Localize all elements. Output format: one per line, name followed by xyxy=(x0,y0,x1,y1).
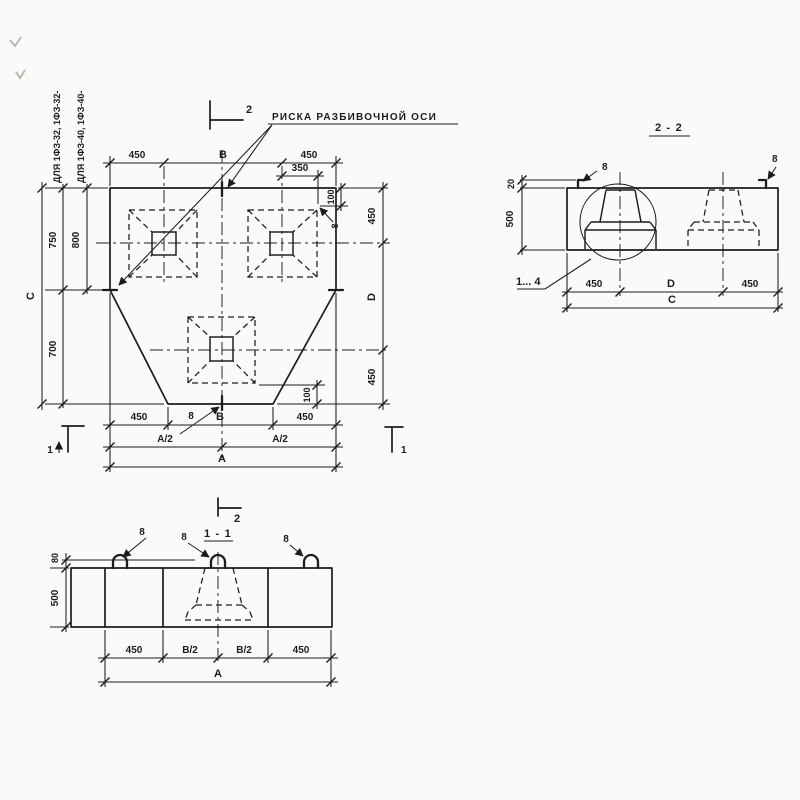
dim-350: 350 xyxy=(292,163,309,174)
dim-450-22-left: 450 xyxy=(586,279,603,290)
stub-centerlines xyxy=(619,172,724,296)
dim-450-11-left: 450 xyxy=(126,645,143,656)
dim-A-total: А xyxy=(218,453,226,465)
dim-80: 80 xyxy=(50,553,60,563)
dim-B2-left: В/2 xyxy=(182,645,198,656)
dims-11-left: 80 500 xyxy=(50,553,72,633)
axis-callout: РИСКА РАЗБИВОЧНОЙ ОСИ xyxy=(118,110,458,286)
dim-D-right: D xyxy=(366,293,378,301)
dim-450-top-right: 450 xyxy=(301,150,318,161)
mark-8-loop1: 8 xyxy=(139,527,145,538)
dim-450-right-top: 450 xyxy=(367,207,378,224)
dim-700: 700 xyxy=(48,340,59,357)
lifting-loops xyxy=(111,553,320,570)
detail-circle xyxy=(579,183,657,261)
dim-450-22-right: 450 xyxy=(742,279,759,290)
section-flag-1-right: 1 xyxy=(384,426,407,456)
plan-view: 450 В 450 350 100 450 D 450 1 xyxy=(25,91,458,473)
scan-artifacts xyxy=(9,36,26,80)
dim-D-22: D xyxy=(667,278,675,290)
dim-B2-right: В/2 xyxy=(236,645,252,656)
pad-top-right xyxy=(247,209,318,278)
plan-centerlines xyxy=(96,150,390,462)
dim-A-11: А xyxy=(214,668,222,680)
plan-dim-100-top: 100 xyxy=(326,182,347,212)
plan-dim-left-chain: 750 800 700 С ДЛЯ 1ФЗ-32, 1ФЗ-32- ДЛЯ 1Ф… xyxy=(25,91,93,410)
axis-label: РИСКА РАЗБИВОЧНОЙ ОСИ xyxy=(272,110,437,123)
column-stub-solid xyxy=(584,189,657,249)
flag-1-right-label: 1 xyxy=(401,445,407,456)
type-note-2: ДЛЯ 1ФЗ-40, 1ФЗ-40- xyxy=(76,91,86,183)
detail-callout: 1... 4 xyxy=(516,258,592,290)
mark-8-right: 8 xyxy=(772,154,778,165)
plan-pos8-corner: 8 xyxy=(319,207,340,229)
plan-dim-350: 350 xyxy=(276,163,324,182)
dims-22-bottom: 450 D 450 С xyxy=(561,253,784,314)
section-1-1-view: 1 - 1 2 8 8 8 xyxy=(50,497,338,688)
type-note-1: ДЛЯ 1ФЗ-32, 1ФЗ-32- xyxy=(52,91,62,183)
axis-riska-ticks xyxy=(101,180,345,412)
dim-B-top: В xyxy=(219,149,227,161)
section-2-2-view: 2 - 2 8 8 xyxy=(505,122,784,314)
block-body-11 xyxy=(70,567,333,628)
flag-1-left-label: 1 xyxy=(47,445,53,456)
detail-note: 1... 4 xyxy=(516,276,541,288)
flag-2-label: 2 xyxy=(246,104,252,116)
dims-11-bottom: 450 В/2 В/2 450 А xyxy=(98,630,338,688)
loop-pos8-marks: 8 8 8 xyxy=(122,527,304,558)
dim-500-11: 500 xyxy=(50,589,61,606)
dim-100-top: 100 xyxy=(326,189,336,204)
dim-450-bottom-left: 450 xyxy=(131,412,148,423)
column-socket xyxy=(209,336,234,362)
dims-22-left: 20 500 xyxy=(505,174,576,256)
dim-450-11-right: 450 xyxy=(293,645,310,656)
dim-C-left: С xyxy=(25,292,37,300)
column-stub-dashed xyxy=(687,189,760,249)
mark-8-left: 8 xyxy=(602,162,608,173)
dim-100-bottom: 100 xyxy=(302,387,312,402)
section-flag-2-top: 2 xyxy=(209,100,252,130)
dim-A2-right: А/2 xyxy=(272,434,288,445)
dim-B-bottom: В xyxy=(216,411,224,423)
riska-marks-22: 8 8 xyxy=(576,154,778,190)
section-flag-1-left: 1 xyxy=(47,425,85,456)
block-joints xyxy=(104,567,269,628)
pad-top-left xyxy=(128,209,198,278)
column-socket xyxy=(269,231,294,256)
dim-450-bottom-right: 450 xyxy=(297,412,314,423)
section-flag-2-bottom: 2 xyxy=(217,497,242,525)
section-1-1-title: 1 - 1 xyxy=(204,528,232,540)
mark-8-corner: 8 xyxy=(330,223,340,228)
plan-dim-right-chain: 450 D 450 xyxy=(366,182,389,410)
plan-pos8-bottom: 8 xyxy=(179,406,220,435)
plan-dim-top: 450 В 450 xyxy=(103,149,343,169)
plan-dim-bottom: 450 В 450 А/2 А/2 А xyxy=(103,411,343,473)
dim-450-top-left: 450 xyxy=(129,150,146,161)
dim-C-22: С xyxy=(668,294,676,306)
dim-A2-left: А/2 xyxy=(157,434,173,445)
dim-450-right-bottom: 450 xyxy=(367,368,378,385)
plan-dim-100-bottom: 100 xyxy=(302,379,323,410)
mark-8-bottom: 8 xyxy=(188,411,194,422)
flag-2-bottom-label: 2 xyxy=(234,513,240,525)
block-body xyxy=(566,187,779,251)
dim-20: 20 xyxy=(506,179,516,189)
column-stub-dashed-11 xyxy=(184,567,254,621)
mark-8-loop2: 8 xyxy=(181,532,187,543)
dim-500-22: 500 xyxy=(505,210,516,227)
plan-outline xyxy=(109,187,337,405)
dim-800: 800 xyxy=(71,231,82,248)
section-2-2-title: 2 - 2 xyxy=(655,122,683,134)
mark-8-loop3: 8 xyxy=(283,534,289,545)
dim-750: 750 xyxy=(48,231,59,248)
